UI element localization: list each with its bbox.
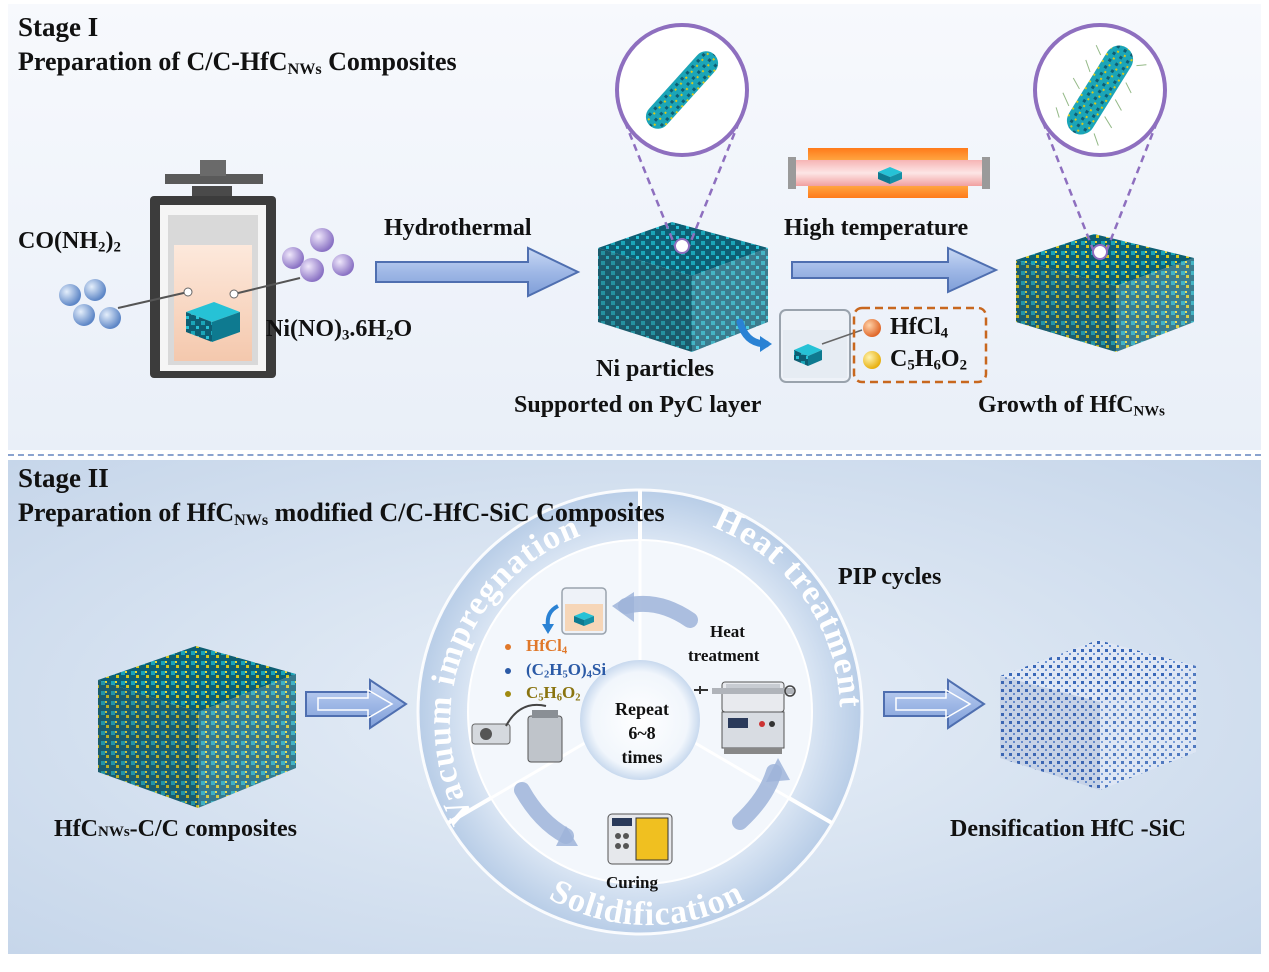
stage-divider [8,454,1261,456]
densification-label: Densification HfC -SiC [950,816,1186,842]
b2-c: O) [567,660,587,679]
heat-small-2: treatment [688,646,760,665]
bullet-furfural-label: C5H6O2 [526,683,581,704]
high-temperature-label: High temperature [784,215,969,241]
furfural-label: C5H6O2 [890,346,967,375]
fur-s3: 2 [959,357,967,374]
supported-label: Supported on PyC layer [514,392,762,418]
urea-main: CO(NH [18,228,98,254]
fur-o: O [940,346,960,372]
b3-s3: 2 [575,692,581,704]
bullet-hfcl4-label: HfCl4 [526,636,567,657]
repeat-line-2: 6~8 [628,723,656,743]
stage2-title-sub: NWs [234,512,269,530]
bullet-furfural [505,691,511,697]
heat-small-1: Heat [710,622,745,641]
repeat-line-3: times [621,747,663,767]
repeat-line-1: Repeat [615,699,669,719]
autoclave-illustration [150,160,276,378]
b1-main: HfCl [526,636,562,655]
stage2-title-prefix: Preparation of HfC [18,498,235,527]
precursor-box [852,306,988,384]
bullet-teos-label: (C2H5O)4Si [526,660,606,681]
hfcl4-main: HfCl [890,314,941,340]
nitrate-sub2: 2 [386,327,394,344]
nitrate-c: O [393,316,413,342]
growth-prefix: Growth of HfC [978,392,1134,418]
b3-o: O [562,683,576,702]
left-prefix: HfC [54,816,98,842]
nitrate-a: Ni(NO) [266,316,342,342]
growth-label: Growth of HfCNWs [978,392,1165,421]
bullet-teos [505,668,511,674]
stage2-label: Stage II [18,463,109,493]
hfcnws-cc-cube [98,646,296,808]
urea-spheres [59,279,193,329]
b3-c: C [526,683,539,702]
pip-cycles-label: PIP cycles [838,564,942,590]
stage2-arrow-left [305,678,408,730]
urea-sub2: 2 [113,239,121,256]
tube-furnace-icon [694,681,796,754]
left-composite-label: HfCNWs-C/C composites [54,816,297,843]
stage1-title-prefix: Preparation of C/C-HfC [18,47,288,76]
curing-oven-icon [607,813,673,865]
furfural-marker [863,351,881,369]
high-temperature-arrow [791,246,999,294]
stage1-title-sub: NWs [287,61,322,79]
b1-sub: 4 [561,645,568,657]
hfcl4-marker [863,319,881,337]
left-sub: NWs [98,824,130,840]
nitrate-sub1: 3 [341,327,350,344]
stage2-arrow-right [883,678,986,730]
densified-cube [1000,640,1196,790]
furnace-illustration [788,148,990,198]
zoom-lens-ni [615,23,749,254]
b2-b: H [549,660,563,679]
stage1-label: Stage I [18,12,99,42]
b3-s1: 5 [538,692,544,704]
growth-sub: NWs [1133,403,1165,420]
b2-s3: 4 [586,669,592,681]
impregnation-beaker [736,309,863,383]
b3-s2: 6 [556,692,563,704]
fur-h: H [914,346,934,372]
hydrothermal-label: Hydrothermal [384,215,532,241]
stage2-title: Preparation of HfCNWs modified C/C-HfC-S… [18,498,665,530]
nitrate-b: .6H [349,316,387,342]
left-suffix: -C/C composites [129,816,297,842]
bullet-hfcl4 [505,644,511,650]
stage1-title: Preparation of C/C-HfCNWs Composites [18,47,457,79]
urea-end: ) [105,228,114,254]
b2-a: (C [526,660,544,679]
hfcl4-sub: 4 [940,325,949,342]
b2-d: Si [591,660,607,679]
hfcl4-label: HfCl4 [890,314,948,343]
hydrothermal-arrow [375,246,581,298]
nitrate-label: Ni(NO)3.6H2O [266,316,412,345]
b2-s2: 5 [562,669,568,681]
vacuum-pump-icon [471,704,563,763]
stage2-title-suffix: modified C/C-HfC-SiC Composites [268,498,665,527]
stage1-title-suffix: Composites [321,47,457,76]
urea-sub: 2 [98,239,106,256]
ni-particles-label: Ni particles [596,356,714,382]
curing-label: Curing [606,873,658,892]
nitrate-spheres [229,228,354,299]
b3-h: H [543,683,557,702]
small-beaker-icon [542,587,607,635]
fur-c: C [890,346,908,372]
hfc-nws-cube [1016,234,1194,352]
b2-s1: 2 [543,669,550,681]
fur-s2: 6 [933,357,941,374]
pip-cycle-ring [416,488,864,936]
fur-s1: 5 [907,357,915,374]
zoom-lens-hfc [1033,23,1167,260]
urea-label: CO(NH2)2 [18,228,121,257]
